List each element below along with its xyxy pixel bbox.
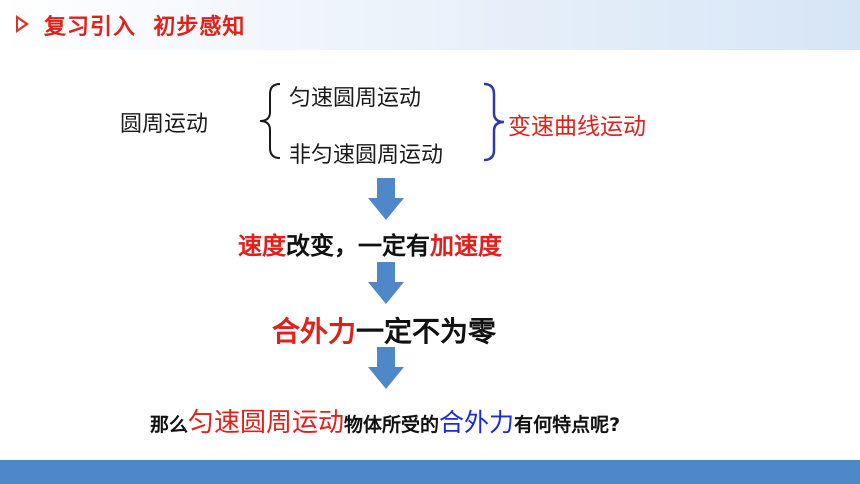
right-brace-icon — [483, 82, 505, 162]
uniform-circular-label: 匀速圆周运动 — [289, 86, 422, 111]
circular-motion-label: 圆周运动 — [120, 112, 209, 137]
net-force-statement: 合外力一定不为零 — [272, 310, 496, 350]
question-statement: 那么匀速圆周运动物体所受的合外力有何特点呢? — [150, 402, 620, 439]
bullet-arrow-icon — [16, 15, 29, 33]
nonzero-text: 一定不为零 — [356, 315, 497, 348]
velocity-change-statement: 速度改变，一定有加速度 — [238, 226, 502, 261]
header-bar: 复习引入 初步感知 — [0, 0, 860, 50]
left-brace-icon — [259, 83, 281, 159]
bottom-bar — [0, 460, 860, 484]
variable-speed-curve-label: 变速曲线运动 — [508, 114, 646, 140]
net-force-term-blue: 合外力 — [439, 408, 515, 437]
section-title: 复习引入 初步感知 — [44, 15, 246, 40]
question-mid: 物体所受的 — [344, 414, 440, 436]
uniform-circular-term: 匀速圆周运动 — [188, 408, 345, 438]
down-arrow-icon — [368, 347, 404, 389]
question-suffix: 有何特点呢? — [514, 414, 621, 436]
velocity-term: 速度 — [238, 232, 286, 260]
question-prefix: 那么 — [150, 414, 189, 436]
down-arrow-icon — [368, 178, 404, 220]
statement-mid: 改变，一定有 — [286, 232, 430, 260]
net-force-term: 合外力 — [272, 315, 357, 348]
non-uniform-circular-label: 非匀速圆周运动 — [289, 143, 444, 168]
acceleration-term: 加速度 — [430, 232, 502, 260]
down-arrow-icon — [368, 262, 404, 304]
